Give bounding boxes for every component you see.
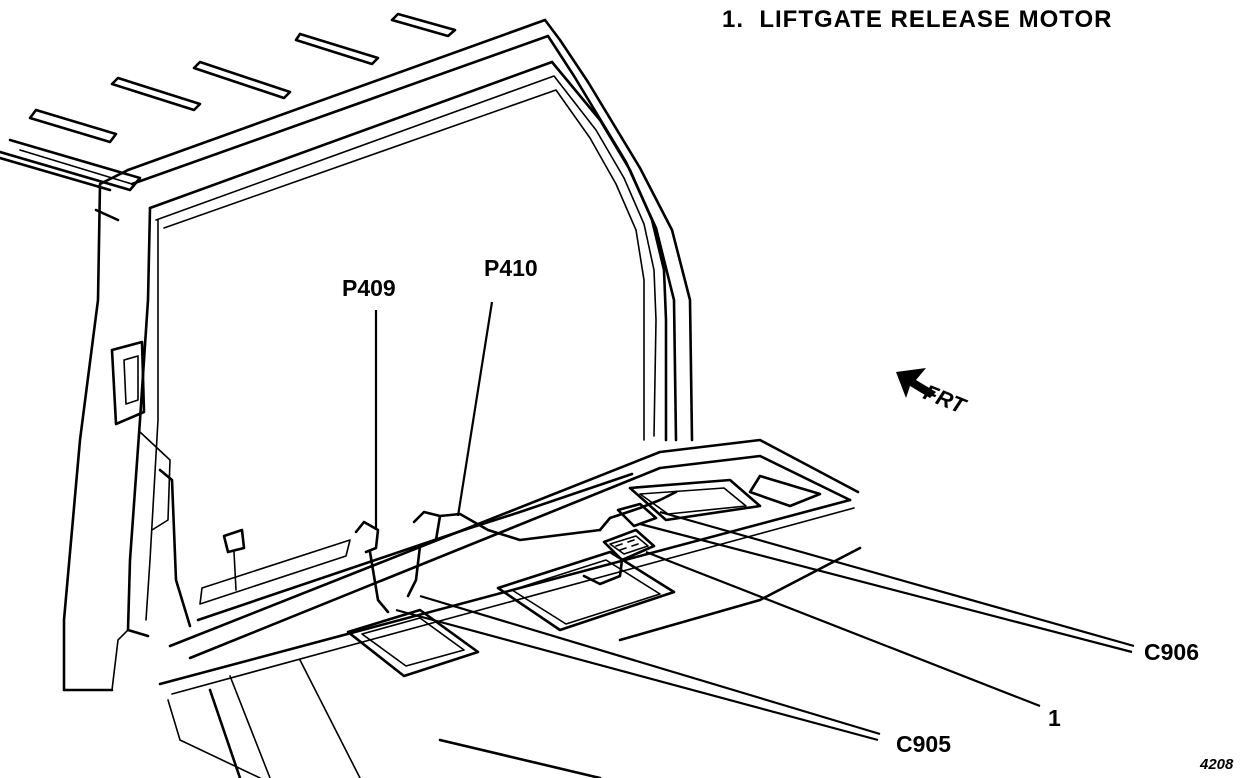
callout-c906: C906 [1144,639,1199,665]
wiring-harness [158,468,678,628]
roof-panel [0,12,457,192]
callout-item-1: 1 [1048,705,1061,731]
leader-c905 [395,594,881,742]
rear-floor-sill [158,438,862,778]
callout-p410: P410 [484,255,538,281]
callout-p409: P409 [342,275,396,301]
leader-p410 [456,301,494,517]
leader-c906 [639,510,1135,654]
figure-number: 4208 [1199,756,1234,773]
liftgate-opening-frame [62,18,694,692]
legend-item-1: 1. LIFTGATE RELEASE MOTOR [722,6,1112,33]
callout-c905: C905 [896,731,951,757]
front-direction-label: FRT [920,379,970,419]
leader-item-1 [645,550,1041,708]
liftgate-release-motor [582,502,658,586]
front-arrow-icon [896,368,936,398]
